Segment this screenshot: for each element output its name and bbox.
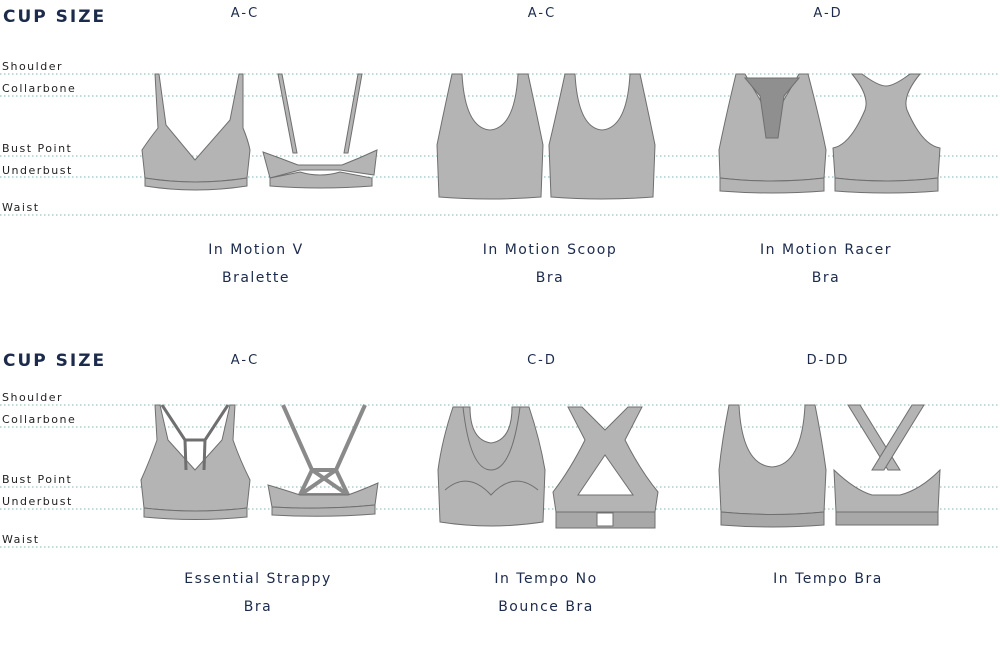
- tempo-bra-front: [718, 404, 827, 528]
- level-bust-point: Bust Point: [2, 473, 73, 486]
- level-collarbone: Collarbone: [2, 413, 77, 426]
- product-name-line: In Motion Racer: [760, 242, 892, 258]
- product-name[interactable]: In Tempo Bra: [708, 565, 948, 593]
- racer-bra-back: [832, 73, 941, 194]
- level-shoulder: Shoulder: [2, 60, 63, 73]
- v-bralette-front: [141, 73, 251, 191]
- product-name[interactable]: In Motion Scoop Bra: [430, 236, 670, 292]
- cup-range-label: A-D: [813, 6, 843, 21]
- cup-range-label: D-DD: [806, 353, 850, 368]
- product-name[interactable]: In Tempo No Bounce Bra: [426, 565, 666, 621]
- product-name-line: In Tempo Bra: [773, 571, 883, 587]
- level-waist: Waist: [2, 201, 40, 214]
- scoop-bra-front: [436, 73, 544, 200]
- cup-range-label: A-C: [230, 353, 260, 368]
- tempo-bra-back: [833, 404, 941, 526]
- strappy-bra-back: [267, 404, 379, 517]
- product-name-line: Bra: [243, 599, 273, 615]
- product-name-line: Bra: [811, 270, 841, 286]
- product-name-line: Essential Strappy: [184, 571, 332, 587]
- level-bust-point: Bust Point: [2, 142, 73, 155]
- level-collarbone: Collarbone: [2, 82, 77, 95]
- product-name-line: Bra: [535, 270, 565, 286]
- product-name[interactable]: Essential Strappy Bra: [138, 565, 378, 621]
- cup-range-label: C-D: [527, 353, 557, 368]
- product-name[interactable]: In Motion Racer Bra: [706, 236, 946, 292]
- no-bounce-bra-back: [552, 406, 659, 529]
- cup-range-label: A-C: [230, 6, 260, 21]
- product-name-line: Bralette: [221, 270, 291, 286]
- scoop-bra-back: [548, 73, 656, 200]
- cup-range-label: A-C: [527, 6, 557, 21]
- strappy-bra-front: [140, 404, 251, 520]
- product-name[interactable]: In Motion V Bralette: [136, 236, 376, 292]
- v-bralette-back: [262, 73, 378, 189]
- product-name-line: In Motion V: [208, 242, 304, 258]
- cup-size-heading: CUP SIZE: [3, 351, 107, 371]
- level-shoulder: Shoulder: [2, 391, 63, 404]
- level-underbust: Underbust: [2, 164, 73, 177]
- level-underbust: Underbust: [2, 495, 73, 508]
- no-bounce-bra-front: [437, 406, 546, 527]
- product-name-line: In Motion Scoop: [482, 242, 618, 258]
- level-waist: Waist: [2, 533, 40, 546]
- racer-bra-front: [718, 73, 827, 194]
- product-name-line: In Tempo No: [494, 571, 598, 587]
- cup-size-heading: CUP SIZE: [3, 7, 107, 27]
- product-name-line: Bounce Bra: [498, 599, 594, 615]
